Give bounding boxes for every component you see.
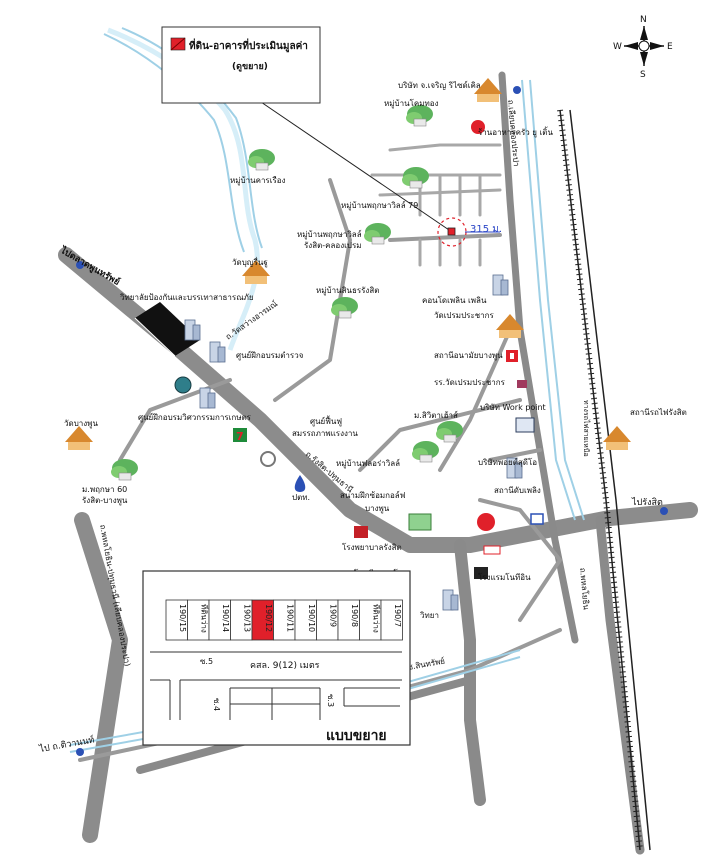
svg-text:หมู่บ้านโคมทอง: หมู่บ้านโคมทอง	[384, 98, 439, 109]
texaco-icon	[477, 513, 495, 531]
svg-text:หมู่บ้านพฤกษาวิลล์: หมู่บ้านพฤกษาวิลล์	[297, 229, 362, 240]
svg-text:ศูนย์ฝึกอบรมตำรวจ: ศูนย์ฝึกอบรมตำรวจ	[236, 350, 304, 361]
svg-text:วัดบางพูน: วัดบางพูน	[64, 419, 98, 429]
bus-icon	[530, 513, 544, 525]
legend-box: ที่ดิน-อาคารที่ประเมินมูลค่า (ดูขยาย)	[161, 26, 321, 104]
ptt-icon	[294, 475, 306, 492]
svg-text:ซ.5: ซ.5	[200, 657, 213, 666]
svg-text:ซ.4: ซ.4	[212, 698, 221, 711]
svg-text:ม.พฤกษา 60: ม.พฤกษา 60	[82, 485, 127, 494]
svg-text:รังสิต-บางพูน: รังสิต-บางพูน	[82, 496, 128, 506]
svg-text:ซ.สินทรัพย์: ซ.สินทรัพย์	[407, 656, 446, 672]
svg-text:บางพูน: บางพูน	[365, 504, 390, 514]
svg-text:บริษัท จ.เจริญ ริไซด์เคิล: บริษัท จ.เจริญ ริไซด์เคิล	[398, 80, 481, 90]
compass: N S W E	[613, 15, 673, 80]
svg-text:7: 7	[236, 430, 244, 443]
svg-text:ถ.วัดสว่างอารมณ์: ถ.วัดสว่างอารมณ์	[223, 298, 279, 342]
svg-text:โรงแรมโนทีอิน: โรงแรมโนทีอิน	[478, 572, 531, 582]
7eleven-icon	[233, 428, 247, 442]
svg-text:สมรรถภาพแรงงาน: สมรรถภาพแรงงาน	[292, 429, 358, 438]
plot-label: 190/9	[328, 604, 337, 627]
shell-icon	[260, 451, 276, 467]
hotel-icon	[474, 567, 488, 579]
svg-text:ซ.3: ซ.3	[326, 694, 335, 707]
plot-label: ที่ดินว่าง	[371, 604, 382, 633]
plot-label: 190/8	[350, 604, 359, 627]
site-marker	[447, 227, 456, 236]
svg-text:ถ.พหลโยธิน: ถ.พหลโยธิน	[578, 567, 592, 610]
svg-text:สนามฝึกซ้อมกอล์ฟ: สนามฝึกซ้อมกอล์ฟ	[340, 490, 406, 500]
road-to-tiwanon	[74, 512, 128, 843]
svg-text:ศูนย์ฝึกอบรมวิศวกรรมการเกษตร: ศูนย์ฝึกอบรมวิศวกรรมการเกษตร	[138, 412, 252, 423]
svg-text:ไปรังสิต: ไปรังสิต	[631, 497, 663, 508]
dir-arrow-left-icon	[76, 261, 84, 269]
svg-text:โรงพยาบาลรังสิต: โรงพยาบาลรังสิต	[342, 542, 402, 552]
dir-arrow-bottom-icon	[76, 748, 84, 756]
svg-text:ปตท.: ปตท.	[292, 493, 310, 502]
svg-text:วัดเปรมประชากร: วัดเปรมประชากร	[434, 311, 495, 320]
svg-text:รังสิต-คลองเปรม: รังสิต-คลองเปรม	[304, 241, 362, 250]
distance-label: 315 ม.	[470, 224, 502, 235]
dir-arrow-right-icon	[660, 507, 668, 515]
svg-text:วิทยา: วิทยา	[419, 611, 438, 620]
flag-icon	[517, 380, 527, 388]
inset-title: แบบขยาย	[326, 728, 387, 744]
svg-text:S: S	[640, 70, 646, 80]
svg-text:หมู่บ้านพฤกษาวิลล์ 79: หมู่บ้านพฤกษาวิลล์ 79	[341, 200, 418, 211]
svg-text:สถานีอนามัยบางพูน: สถานีอนามัยบางพูน	[434, 351, 503, 361]
plot-label: 190/12	[264, 604, 273, 632]
plot-label: 190/10	[307, 604, 316, 632]
plot-label: 190/14	[221, 604, 230, 632]
hospital-sign-icon	[354, 526, 368, 538]
workpoint-icon	[515, 417, 535, 433]
svg-text:รร.วัดเปรมประชากร: รร.วัดเปรมประชากร	[434, 378, 506, 387]
svg-text:E: E	[667, 42, 673, 52]
police-icon	[174, 376, 192, 394]
svg-text:วัดบุญรื่นฐู: วัดบุญรื่นฐู	[232, 256, 268, 268]
legend-title: ที่ดิน-อาคารที่ประเมินมูลค่า	[189, 38, 308, 53]
plot-label: 190/15	[178, 604, 187, 632]
main-road-rangsit-pathum	[58, 247, 698, 553]
svg-text:วิทยาลัยป้องกันและบรรเทาสาธารณ: วิทยาลัยป้องกันและบรรเทาสาธารณภัย	[119, 293, 253, 302]
svg-text:หมู่บ้านสินธรรังสิต: หมู่บ้านสินธรรังสิต	[316, 286, 379, 296]
restaurant-icon	[471, 120, 485, 134]
svg-text:คอนโดเพลิน เพลิน: คอนโดเพลิน เพลิน	[422, 295, 487, 305]
svg-text:หมู่บ้านฟลอร่าวิลล์: หมู่บ้านฟลอร่าวิลล์	[336, 458, 400, 469]
svg-text:บริษัท Work point: บริษัท Work point	[480, 403, 546, 412]
plot-cell	[380, 599, 403, 641]
svg-text:ทางรถไฟสายเหนือ: ทางรถไฟสายเหนือ	[582, 400, 591, 457]
svg-text:สถานีรถไฟรังสิต: สถานีรถไฟรังสิต	[630, 408, 687, 417]
plot-label: 190/11	[285, 604, 294, 632]
svg-text:W: W	[613, 42, 622, 52]
svg-text:บริษัทพอยต์สุดีโอ: บริษัทพอยต์สุดีโอ	[478, 457, 537, 467]
esso-icon	[483, 545, 501, 555]
golf-icon	[408, 513, 432, 531]
svg-text:ไป ถ.ติวานนท์: ไป ถ.ติวานนท์	[37, 733, 95, 755]
dir-arrow-top-icon	[513, 86, 521, 94]
plot-label: ที่ดินว่าง	[199, 604, 210, 633]
svg-text:หมู่บ้านคารเรือง: หมู่บ้านคารเรือง	[230, 176, 286, 186]
svg-text:ม.สิวิตาเฮ้าส์: ม.สิวิตาเฮ้าส์	[414, 410, 458, 420]
svg-text:ร้านอาหารครัว ยู เติ้น: ร้านอาหารครัว ยู เติ้น	[478, 126, 553, 138]
svg-text:สถานีดับเพลิง: สถานีดับเพลิง	[494, 486, 541, 495]
plot-label: 190/7	[393, 604, 402, 627]
svg-text:ศูนย์ฟื้นฟู: ศูนย์ฟื้นฟู	[310, 415, 342, 427]
inset-map: 190/15 ที่ดินว่าง 190/14 190/13 190/12 190/11…	[142, 570, 411, 746]
plot-label: 190/13	[242, 604, 251, 632]
legend-subtitle: (ดูขยาย)	[232, 62, 268, 72]
svg-text:คสล. 9(12) เมตร: คสล. 9(12) เมตร	[250, 661, 320, 671]
svg-text:N: N	[640, 15, 647, 25]
